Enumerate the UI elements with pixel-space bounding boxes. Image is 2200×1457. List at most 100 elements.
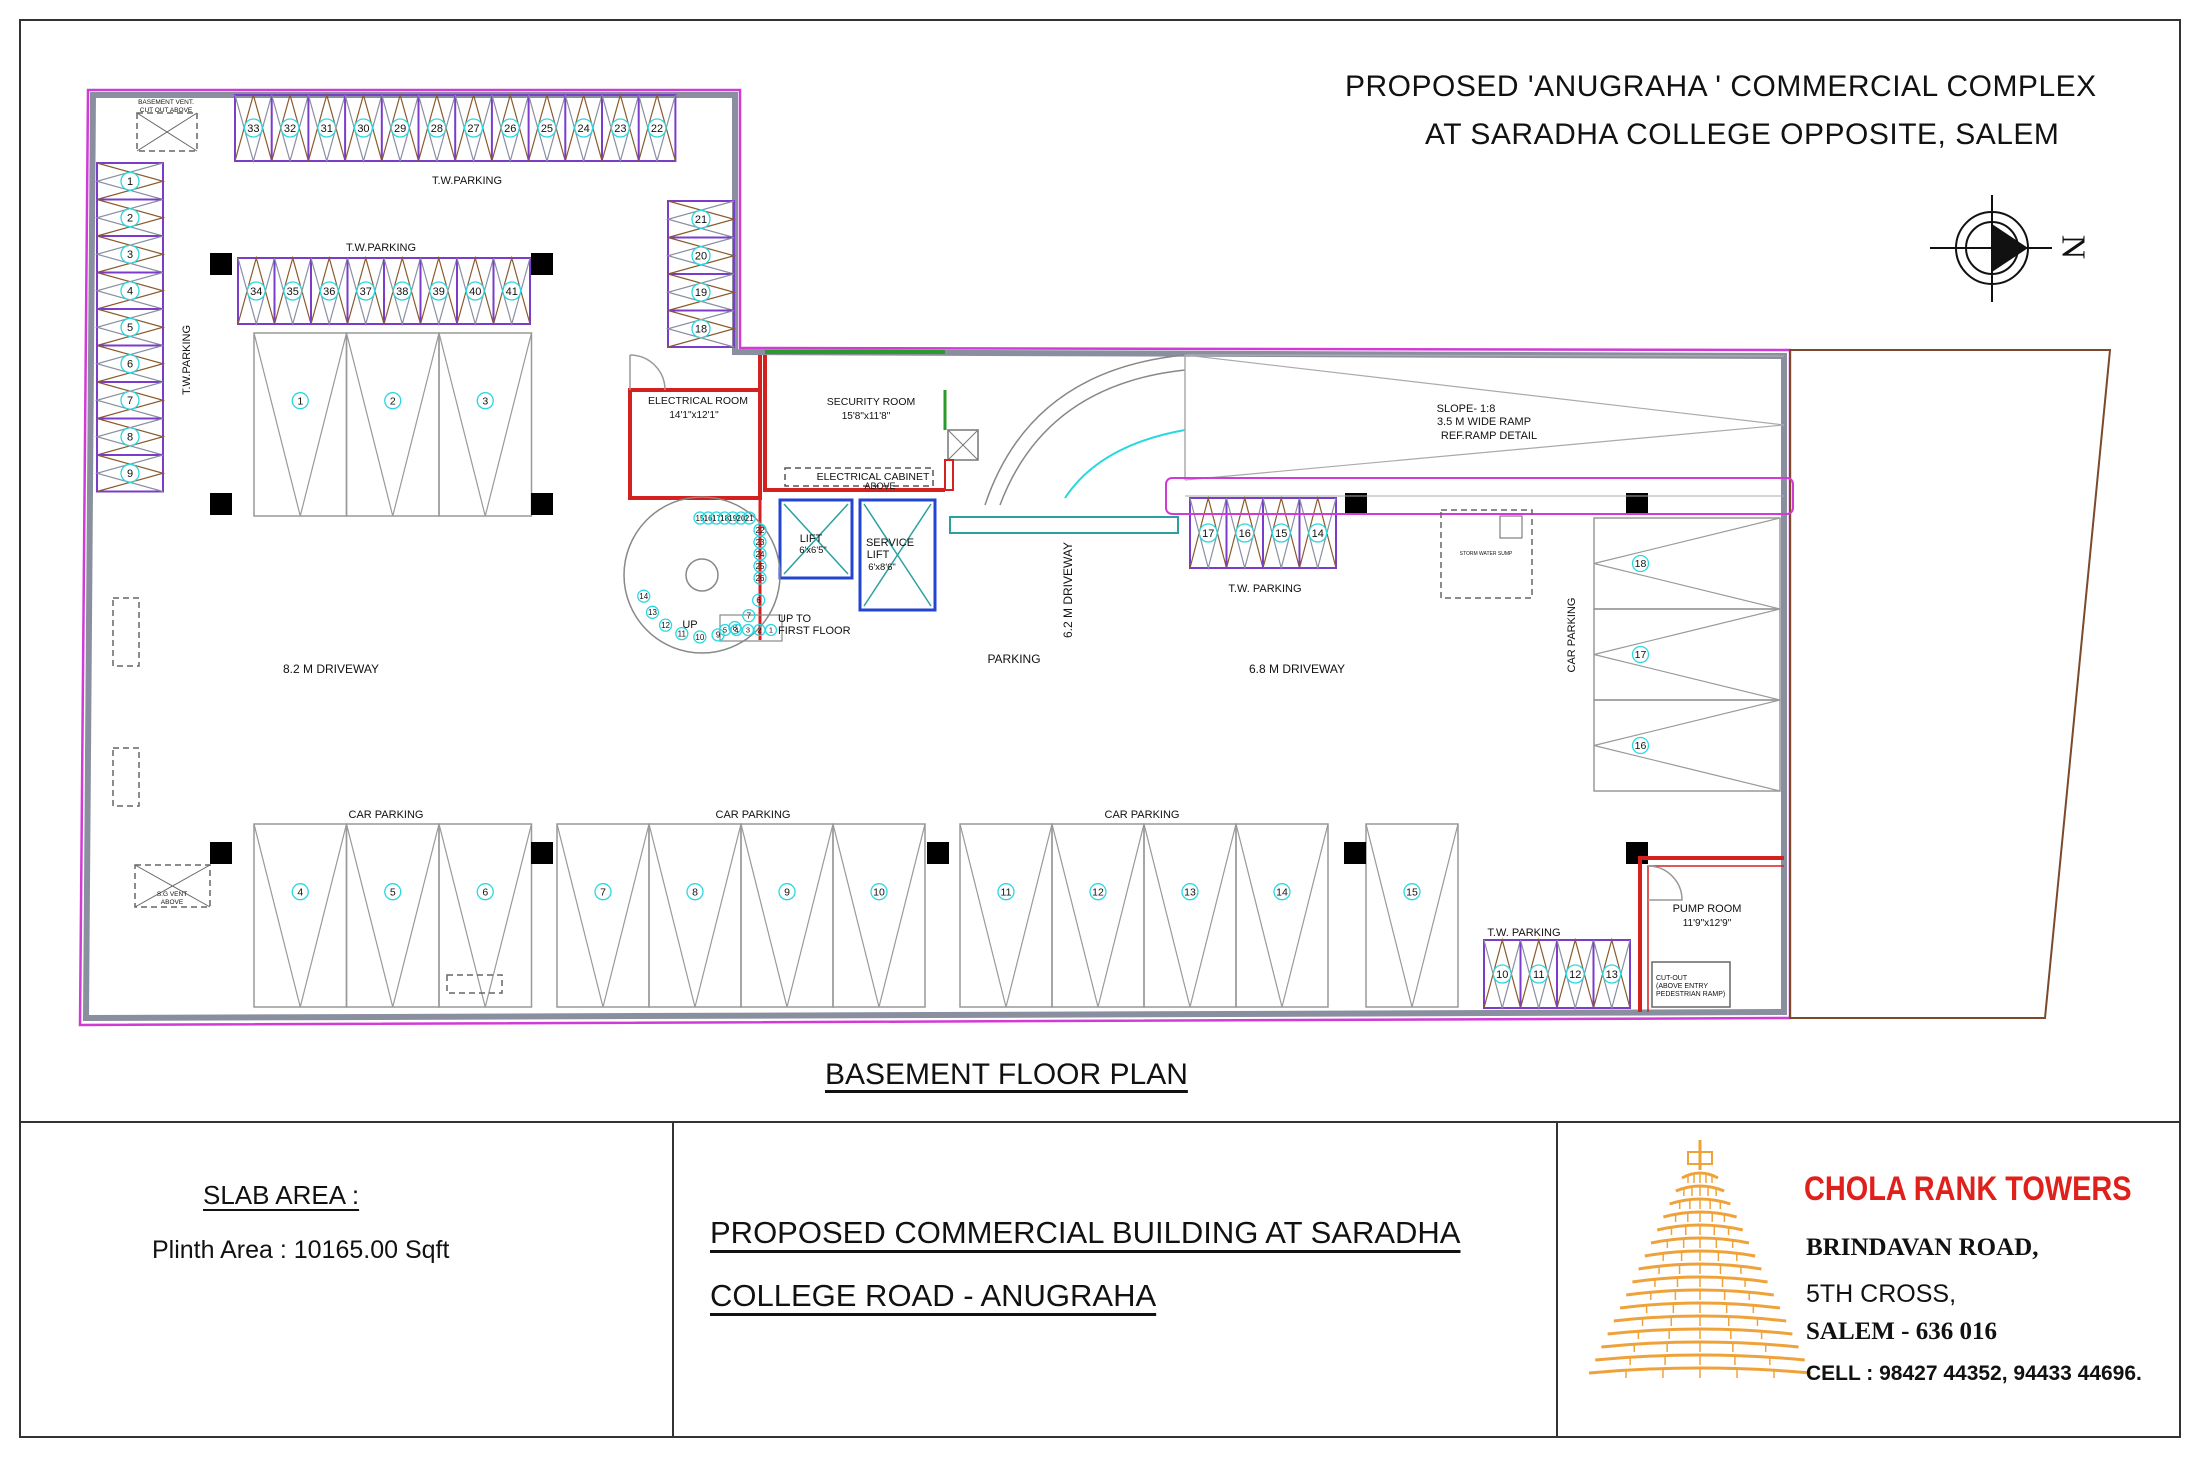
tw-mid-bay-chevron bbox=[456, 257, 495, 327]
stair-step-number: 7 bbox=[742, 609, 756, 623]
svg-text:25: 25 bbox=[756, 562, 765, 571]
label-electrical-cabinet-2: ABOVE bbox=[864, 481, 895, 491]
project-header-line2: AT SARADHA COLLEGE OPPOSITE, SALEM bbox=[1425, 118, 2060, 151]
tw-left-bay-chevron bbox=[96, 454, 166, 493]
tw-bottom-bay-number: 10 bbox=[1492, 964, 1512, 984]
svg-text:8: 8 bbox=[733, 623, 738, 632]
tw-right-bay-number: 14 bbox=[1308, 523, 1328, 543]
column bbox=[927, 842, 949, 864]
tw-mid-bay-number: 39 bbox=[429, 281, 449, 301]
tw-top-bay-chevron bbox=[638, 94, 676, 164]
car-top-bay-outline bbox=[438, 332, 533, 517]
svg-text:13: 13 bbox=[648, 608, 657, 617]
car-top-bay-outline bbox=[253, 332, 348, 517]
car-bottom-bay-number: 10 bbox=[870, 883, 888, 901]
svg-text:37: 37 bbox=[360, 286, 372, 298]
tw-left-bay-number: 5 bbox=[120, 317, 140, 337]
tw-right-bay-number: 16 bbox=[1235, 523, 1255, 543]
label-basement-vent: BASEMENT VENT. bbox=[138, 99, 194, 106]
svg-text:15: 15 bbox=[1406, 886, 1418, 898]
stair-step-number: 17 bbox=[709, 511, 724, 525]
north-label: N bbox=[2054, 234, 2092, 260]
stair-step-number: 2 bbox=[753, 623, 766, 637]
car-bottom-bay-outline bbox=[1235, 823, 1329, 1008]
tw-left-bay-chevron bbox=[94, 344, 164, 383]
car-top-bay-outline bbox=[345, 332, 440, 517]
pump-room-door bbox=[1647, 865, 1683, 901]
label-ramp-ref: REF.RAMP DETAIL bbox=[1441, 430, 1537, 442]
label-car-parking-right: CAR PARKING bbox=[1566, 598, 1578, 673]
svg-text:41: 41 bbox=[506, 286, 518, 298]
tw-top-bay-number: 28 bbox=[427, 118, 447, 138]
tw-left-bay-chevron bbox=[94, 454, 164, 493]
tw-mid-bay-chevron bbox=[492, 257, 531, 327]
electrical-room-door bbox=[629, 354, 666, 391]
tw-left-bay-number: 3 bbox=[120, 244, 140, 264]
tw-top-bay-chevron bbox=[307, 94, 346, 164]
svg-text:30: 30 bbox=[357, 123, 369, 135]
svg-text:27: 27 bbox=[467, 123, 479, 135]
svg-text:3: 3 bbox=[482, 395, 488, 407]
svg-text:24: 24 bbox=[578, 123, 590, 135]
svg-text:22: 22 bbox=[756, 526, 765, 535]
stair-step-number: 22 bbox=[753, 523, 767, 537]
tw-bottom-bay-chevron bbox=[1592, 939, 1631, 1011]
stair-step-number: 20 bbox=[734, 511, 748, 525]
tw-top-bay-chevron bbox=[528, 94, 566, 164]
electrical-room-wall bbox=[628, 355, 762, 500]
tw-left-bay-number: 2 bbox=[120, 208, 140, 228]
tw-bottom-bay-chevron bbox=[1556, 939, 1595, 1011]
logo-tier bbox=[1638, 1262, 1762, 1271]
tw-right-bay-chevron bbox=[1225, 497, 1264, 571]
svg-text:16: 16 bbox=[1635, 740, 1647, 752]
tw-bottom-bay-number: 13 bbox=[1602, 964, 1622, 984]
svg-text:15: 15 bbox=[696, 514, 705, 523]
label-ramp-slope: SLOPE- 1:8 bbox=[1437, 403, 1496, 415]
car-bottom-bay-chevron bbox=[1235, 823, 1329, 1008]
car-bottom-bay-number: 11 bbox=[997, 883, 1015, 901]
svg-text:24: 24 bbox=[756, 550, 765, 559]
tw-mid-bay-number: 41 bbox=[502, 281, 522, 301]
svg-text:2: 2 bbox=[390, 395, 396, 407]
label-cut-out-above: CUT OUT ABOVE bbox=[140, 107, 193, 114]
tw-top-bay-chevron bbox=[381, 92, 420, 162]
car-bottom-bay-chevron bbox=[438, 823, 533, 1008]
svg-text:2: 2 bbox=[757, 626, 761, 635]
label-ramp-width: 3.5 M WIDE RAMP bbox=[1437, 416, 1531, 428]
stair-step-number: 23 bbox=[753, 535, 767, 549]
svg-text:21: 21 bbox=[745, 514, 754, 523]
tw-left-bay-chevron bbox=[94, 271, 164, 310]
stair-step-number: 16 bbox=[701, 511, 715, 525]
logo-tier bbox=[1588, 1366, 1812, 1375]
column bbox=[531, 253, 553, 275]
svg-text:13: 13 bbox=[1184, 886, 1196, 898]
tw-right-bay-chevron bbox=[1262, 497, 1301, 571]
svg-text:17: 17 bbox=[1202, 528, 1214, 540]
car-top-bay-chevron bbox=[253, 332, 348, 517]
label-pump-room-size: 11'9"x12'9" bbox=[1683, 918, 1732, 929]
tw-top-bay-chevron bbox=[271, 92, 309, 162]
label-sg-vent: S.G VENT bbox=[157, 891, 187, 898]
svg-text:5: 5 bbox=[127, 322, 133, 334]
security-room-wall bbox=[763, 355, 945, 492]
car-bottom-bay-chevron bbox=[253, 823, 348, 1008]
tw-top-bay-number: 24 bbox=[574, 118, 594, 138]
tw-col-bay-number: 18 bbox=[691, 319, 711, 339]
firm-address-line3: SALEM - 636 016 bbox=[1806, 1318, 1997, 1345]
svg-text:22: 22 bbox=[651, 123, 663, 135]
tw-right-bay-chevron bbox=[1262, 495, 1301, 569]
plan-title: BASEMENT FLOOR PLAN bbox=[825, 1058, 1188, 1091]
svg-text:6: 6 bbox=[756, 596, 761, 605]
stair-step-number: 25 bbox=[753, 559, 767, 573]
svg-text:18: 18 bbox=[695, 324, 707, 336]
tw-top-bay-number: 30 bbox=[353, 118, 374, 138]
label-tw-parking-bottom: T.W. PARKING bbox=[1487, 927, 1560, 939]
car-right-bay-chevron bbox=[1593, 517, 1781, 610]
tw-col-bay-number: 19 bbox=[691, 282, 711, 302]
plan-labels: T.W.PARKING T.W.PARKING T.W.PARKING T.W.… bbox=[138, 99, 1741, 998]
logo-tier bbox=[1625, 1288, 1775, 1297]
tw-col-bay-chevron bbox=[667, 273, 737, 312]
svg-text:25: 25 bbox=[541, 123, 553, 135]
svg-text:1: 1 bbox=[769, 626, 773, 635]
svg-text:33: 33 bbox=[247, 123, 259, 135]
